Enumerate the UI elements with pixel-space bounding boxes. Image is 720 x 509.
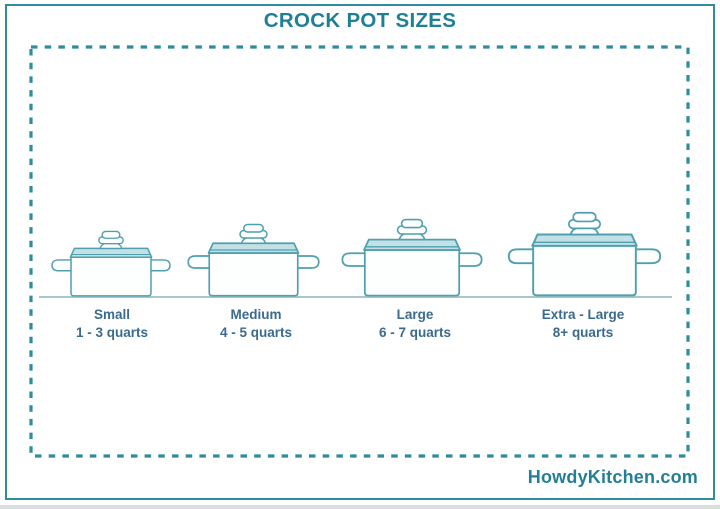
ground-line xyxy=(39,296,672,298)
pot-name-label: Large xyxy=(396,307,434,322)
pot-capacity-label: 8+ quarts xyxy=(552,324,614,340)
crock-pot-extra-large-icon xyxy=(506,211,663,298)
crock-pot-large-icon xyxy=(340,218,484,298)
pot-capacity-label: 6 - 7 quarts xyxy=(378,324,452,340)
pot-name-label: Extra - Large xyxy=(541,307,625,322)
page-title: CROCK POT SIZES xyxy=(263,9,457,32)
pot-capacity-label: 1 - 3 quarts xyxy=(75,324,149,340)
crock-pot-small-icon xyxy=(50,230,172,298)
pot-label-large: Large 6 - 7 quarts xyxy=(330,306,500,341)
bottom-edge-strip xyxy=(0,505,720,509)
pot-name-label: Medium xyxy=(230,307,282,322)
pot-label-small: Small 1 - 3 quarts xyxy=(27,306,197,341)
pot-label-medium: Medium 4 - 5 quarts xyxy=(171,306,341,341)
pot-label-extra-large: Extra - Large 8+ quarts xyxy=(498,306,668,341)
pot-capacity-label: 4 - 5 quarts xyxy=(219,324,293,340)
pot-name-label: Small xyxy=(93,307,131,322)
site-watermark: HowdyKitchen.com xyxy=(527,467,698,487)
crock-pot-medium-icon xyxy=(186,223,321,298)
